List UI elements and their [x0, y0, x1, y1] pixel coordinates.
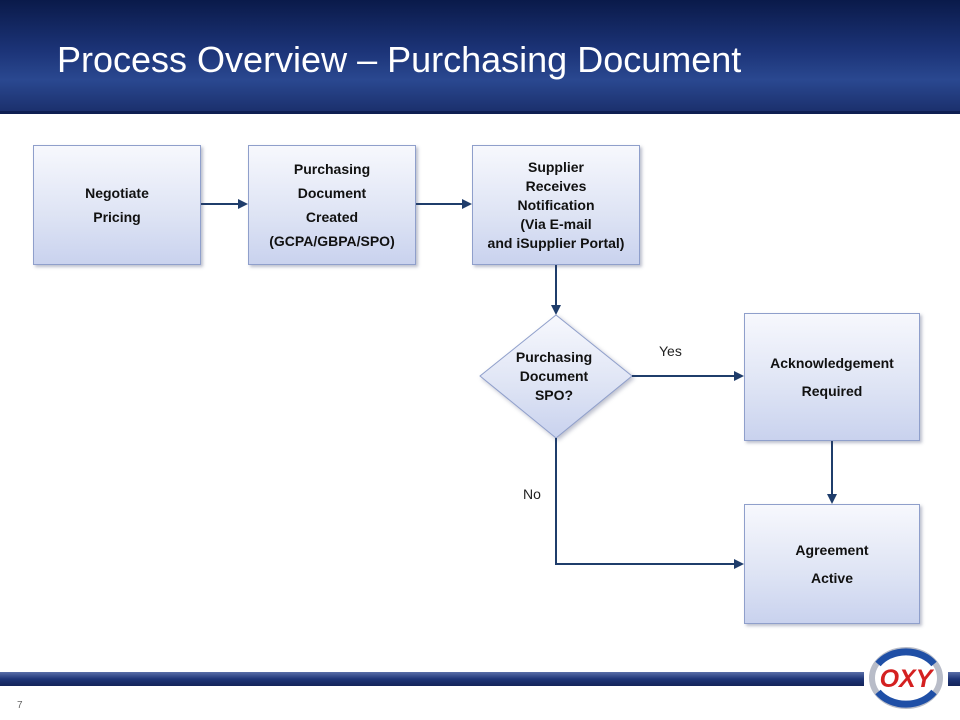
node-document-created: Purchasing Document Created (GCPA/GBPA/S… — [248, 145, 416, 265]
node-line: Agreement — [795, 542, 869, 558]
logo-text: OXY — [880, 665, 935, 693]
slide-title: Process Overview – Purchasing Document — [57, 39, 742, 80]
node-line: Acknowledgement — [770, 355, 894, 371]
node-line: Active — [810, 570, 853, 586]
node-agreement-active: Agreement Active — [744, 504, 920, 624]
node-line: Supplier — [527, 158, 584, 175]
node-line: Required — [801, 383, 863, 399]
node-line: Negotiate — [85, 185, 149, 201]
node-line: Notification — [517, 196, 595, 213]
node-line: Created — [305, 209, 359, 225]
node-line: (GCPA/GBPA/SPO) — [269, 233, 395, 249]
node-decision-spo: Purchasing Document SPO? — [494, 348, 614, 405]
edge-label-yes: Yes — [659, 343, 682, 359]
node-acknowledgement-required: Acknowledgement Required — [744, 313, 920, 441]
node-line: Purchasing — [515, 349, 593, 365]
oxy-logo-icon: OXY — [869, 647, 943, 709]
node-line: SPO? — [534, 387, 574, 403]
node-line: (Via E-mail — [520, 215, 592, 232]
node-negotiate-pricing: Negotiate Pricing — [33, 145, 201, 265]
node-line: Pricing — [93, 209, 141, 225]
node-line: Document — [297, 185, 367, 201]
node-line: Purchasing — [293, 161, 371, 177]
arrow-no-to-active — [555, 438, 744, 569]
node-line: Receives — [525, 177, 587, 194]
edge-label-no: No — [523, 486, 541, 502]
page-number: 7 — [17, 700, 23, 711]
slide-header — [0, 0, 960, 114]
node-supplier-notification: Supplier Receives Notification (Via E-ma… — [472, 145, 640, 265]
node-line: Document — [519, 368, 589, 384]
footer-bar — [0, 672, 960, 686]
node-line: and iSupplier Portal) — [487, 234, 625, 251]
oxy-logo: OXY — [864, 644, 948, 712]
